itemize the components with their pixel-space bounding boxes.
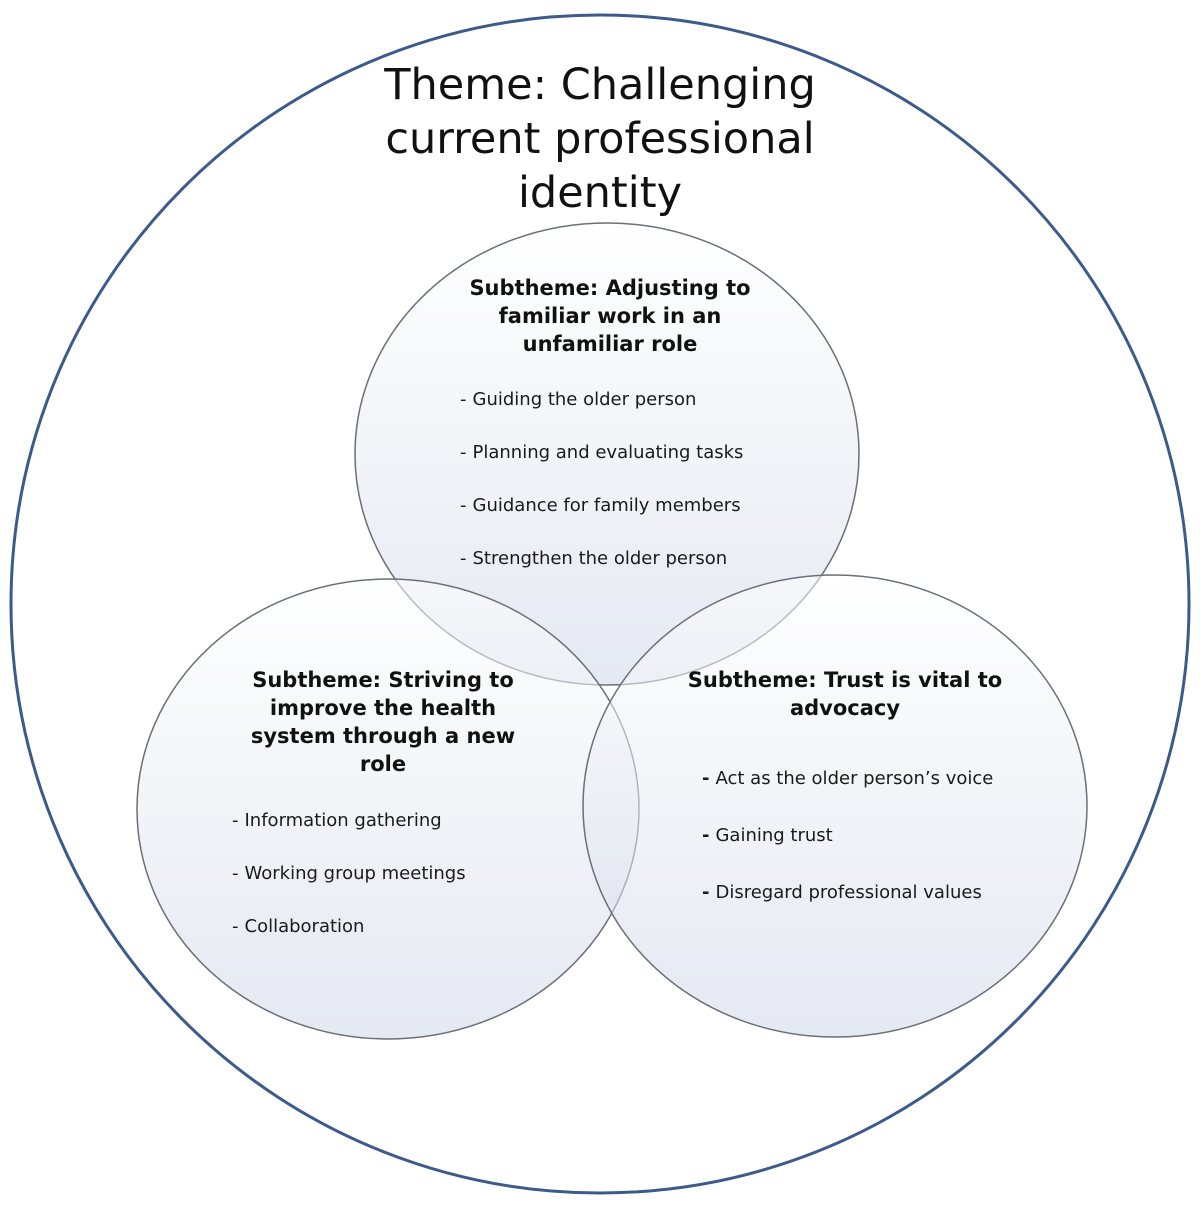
dash-bullet: - — [702, 768, 710, 789]
subtheme-title-line: advocacy — [789, 696, 901, 720]
subtheme-title-line: system through a new — [250, 724, 516, 748]
theme-title-line: identity — [517, 168, 683, 218]
subtheme-items-trust: -Act as the older person’s voice -Gainin… — [702, 766, 993, 937]
list-item-text: Guidance for family members — [472, 495, 741, 516]
subtheme-title-line: Subtheme: Trust is vital to — [687, 668, 1003, 692]
theme-title: Theme: Challenging current professional … — [360, 58, 840, 220]
dash-bullet: - — [702, 882, 710, 903]
list-item: -Guidance for family members — [460, 493, 743, 546]
dash-bullet: - — [460, 548, 467, 569]
list-item-text: Working group meetings — [244, 863, 466, 884]
list-item-text: Guiding the older person — [472, 389, 697, 410]
subtheme-title-line: Subtheme: Striving to — [252, 668, 514, 692]
list-item-text: Disregard professional values — [715, 882, 982, 903]
theme-title-line: current professional — [385, 114, 815, 164]
subtheme-items-adjusting: -Guiding the older person -Planning and … — [460, 387, 743, 599]
list-item-text: Gaining trust — [715, 825, 833, 846]
list-item: -Information gathering — [232, 808, 466, 861]
subtheme-circle-right — [582, 574, 1088, 1038]
theme-title-line: Theme: Challenging — [384, 60, 816, 110]
dash-bullet: - — [232, 863, 239, 884]
subtheme-title-line: improve the health — [269, 696, 497, 720]
subtheme-title-line: familiar work in an — [498, 304, 722, 328]
dash-bullet: - — [232, 916, 239, 937]
list-item: -Working group meetings — [232, 861, 466, 914]
dash-bullet: - — [702, 825, 710, 846]
list-item-text: Act as the older person’s voice — [715, 768, 994, 789]
subtheme-title-line: unfamiliar role — [522, 332, 698, 356]
list-item: -Act as the older person’s voice — [702, 766, 993, 823]
subtheme-title-adjusting: Subtheme: Adjusting to familiar work in … — [440, 274, 780, 358]
dash-bullet: - — [460, 495, 467, 516]
list-item: -Collaboration — [232, 914, 466, 967]
list-item: -Gaining trust — [702, 823, 993, 880]
list-item-text: Collaboration — [244, 916, 365, 937]
list-item-text: Information gathering — [244, 810, 442, 831]
subtheme-items-striving: -Information gathering -Working group me… — [232, 808, 466, 967]
list-item-text: Planning and evaluating tasks — [472, 442, 744, 463]
list-item: -Strengthen the older person — [460, 546, 743, 599]
list-item: -Disregard professional values — [702, 880, 993, 937]
subtheme-title-line: role — [359, 752, 407, 776]
list-item-text: Strengthen the older person — [472, 548, 728, 569]
subtheme-title-striving: Subtheme: Striving to improve the health… — [228, 666, 538, 778]
list-item: -Guiding the older person — [460, 387, 743, 440]
subtheme-title-trust: Subtheme: Trust is vital to advocacy — [680, 666, 1010, 722]
dash-bullet: - — [232, 810, 239, 831]
dash-bullet: - — [460, 389, 467, 410]
subtheme-title-line: Subtheme: Adjusting to — [469, 276, 751, 300]
list-item: -Planning and evaluating tasks — [460, 440, 743, 493]
subtheme-circle-top — [354, 222, 860, 686]
dash-bullet: - — [460, 442, 467, 463]
